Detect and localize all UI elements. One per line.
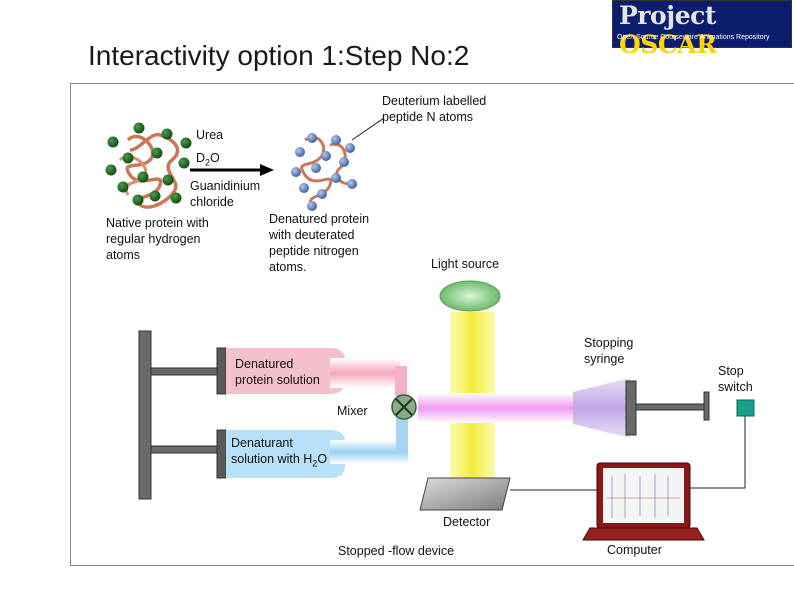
- guanidinium-label-line1: Guanidinium: [190, 179, 261, 193]
- stopping-syringe-label-line2: syringe: [584, 352, 625, 366]
- logo-name-part2: OSCAR: [619, 30, 717, 59]
- mixed-flow-channel: [418, 393, 573, 423]
- denatured-protein-label: Denatured protein with deuterated peptid…: [269, 211, 369, 275]
- reaction-arrow: [190, 164, 274, 176]
- stop-switch-label-line1: Stop: [718, 364, 744, 378]
- device-label: Stopped -flow device: [338, 544, 455, 558]
- stop-switch-label-line2: switch: [718, 380, 753, 394]
- stopping-syringe-label-line1: Stopping: [584, 336, 634, 350]
- d2o-label: D2O: [196, 150, 220, 171]
- stopping-syringe: [573, 378, 710, 438]
- denatured-solution-label: Denatured protein solution: [235, 356, 320, 388]
- logo-tagline: Open Source Courseware Animations Reposi…: [617, 34, 770, 41]
- guanidinium-label: Guanidinium chloride: [190, 178, 260, 210]
- d2o-rest: O: [210, 151, 220, 165]
- deuterium-label-line1: Deuterium labelled: [382, 94, 487, 108]
- page-title: Interactivity option 1:Step No:2: [88, 40, 470, 71]
- deuterium-label: Deuterium labelled peptide N atoms: [382, 93, 486, 125]
- native-protein-label-line2: regular hydrogen: [106, 232, 201, 246]
- d2o-base: D: [196, 151, 206, 165]
- denatured-solution-label-line1: Denatured: [235, 357, 294, 371]
- deuterium-label-line2: peptide N atoms: [382, 110, 474, 124]
- denaturant-solution-label: Denaturant solution with H2O: [231, 435, 327, 472]
- native-protein-label-line3: atoms: [106, 248, 141, 262]
- light-source: [439, 280, 501, 312]
- denatured-protein-label-line1: Denatured protein: [269, 212, 370, 226]
- h2o-rest: O: [317, 452, 328, 466]
- stop-switch-label: Stop switch: [718, 363, 753, 395]
- computer-illustration: [582, 462, 705, 541]
- denatured-protein-label-line4: atoms.: [269, 260, 307, 274]
- stop-switch: [736, 399, 755, 417]
- denatured-protein-tube: [226, 348, 407, 396]
- urea-label: Urea: [196, 128, 224, 142]
- light-source-label: Light source: [431, 257, 500, 271]
- denaturant-solution-label-line2: solution with H2O: [231, 451, 327, 472]
- mixer: [391, 394, 417, 420]
- native-protein-label: Native protein with regular hydrogen ato…: [106, 215, 209, 263]
- mixer-label: Mixer: [337, 404, 368, 418]
- guanidinium-label-line2: chloride: [190, 195, 234, 209]
- d2o-subscript: 2: [205, 157, 211, 168]
- denatured-protein-illustration: [291, 133, 357, 211]
- denatured-solution-label-line2: protein solution: [235, 373, 320, 387]
- native-protein-illustration: [105, 122, 192, 209]
- denaturant-tube: [226, 418, 408, 478]
- project-oscar-logo: Project OSCAR Open Source Courseware Ani…: [612, 0, 792, 59]
- logo-name-part1: Project: [619, 1, 716, 30]
- denaturant-h-text: solution with H: [231, 452, 313, 466]
- deuterium-pointer-line: [351, 117, 385, 141]
- denatured-protein-label-line2: with deuterated: [269, 228, 355, 242]
- denatured-protein-label-line3: peptide nitrogen: [269, 244, 359, 258]
- computer-label: Computer: [607, 543, 662, 557]
- stopping-syringe-label: Stopping syringe: [584, 335, 633, 367]
- h2o-subscript: 2: [312, 458, 318, 469]
- switch-wire: [688, 416, 746, 489]
- denaturant-solution-label-line1: Denaturant: [231, 436, 293, 450]
- detector: [419, 477, 511, 511]
- native-protein-label-line1: Native protein with: [106, 216, 209, 230]
- detector-label: Detector: [443, 515, 491, 529]
- drive-syringe-assembly: [138, 330, 227, 500]
